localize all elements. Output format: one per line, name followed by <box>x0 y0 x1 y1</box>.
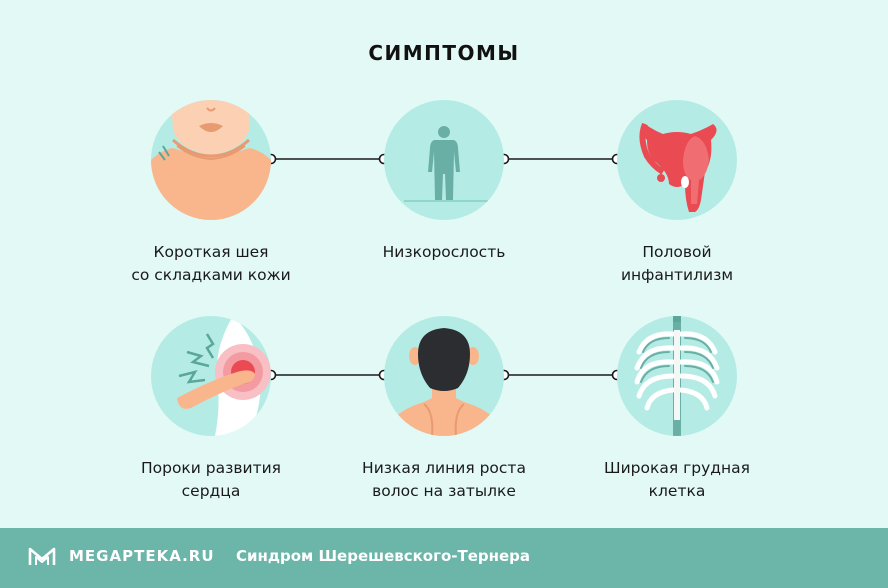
ribcage-icon <box>617 316 737 436</box>
page-title: СИМПТОМЫ <box>368 41 520 65</box>
symptom-label: Короткая шея со складками кожи <box>131 243 291 284</box>
symptom-label: Низкорослость <box>382 243 506 261</box>
uterus-icon <box>617 100 737 220</box>
symptom-heart-defects: Пороки развития сердца <box>111 316 311 503</box>
symptom-short-stature: Низкорослость <box>344 100 544 264</box>
brand-name[interactable]: MEGAPTEKA.RU <box>69 547 215 565</box>
syndrome-title: Синдром Шерешевского-Тернера <box>236 547 531 565</box>
symptom-low-hairline: Низкая линия роста волос на затылке <box>344 316 544 503</box>
short-stature-icon <box>384 100 504 220</box>
symptom-infantilism: Половой инфантилизм <box>577 100 777 287</box>
symptom-label: Широкая грудная клетка <box>604 459 750 500</box>
symptom-label: Половой инфантилизм <box>620 243 734 284</box>
megapteka-logo-icon <box>28 547 56 565</box>
short-neck-icon <box>151 100 271 220</box>
footer-bar: MEGAPTEKA.RU Синдром Шерешевского-Тернер… <box>0 528 888 588</box>
heart-pain-icon <box>151 316 271 436</box>
head-back-icon <box>384 316 504 436</box>
symptom-label: Пороки развития сердца <box>140 459 282 500</box>
symptom-short-neck: Короткая шея со складками кожи <box>111 100 311 287</box>
symptom-label: Низкая линия роста волос на затылке <box>362 459 526 500</box>
symptom-wide-chest: Широкая грудная клетка <box>577 316 777 503</box>
